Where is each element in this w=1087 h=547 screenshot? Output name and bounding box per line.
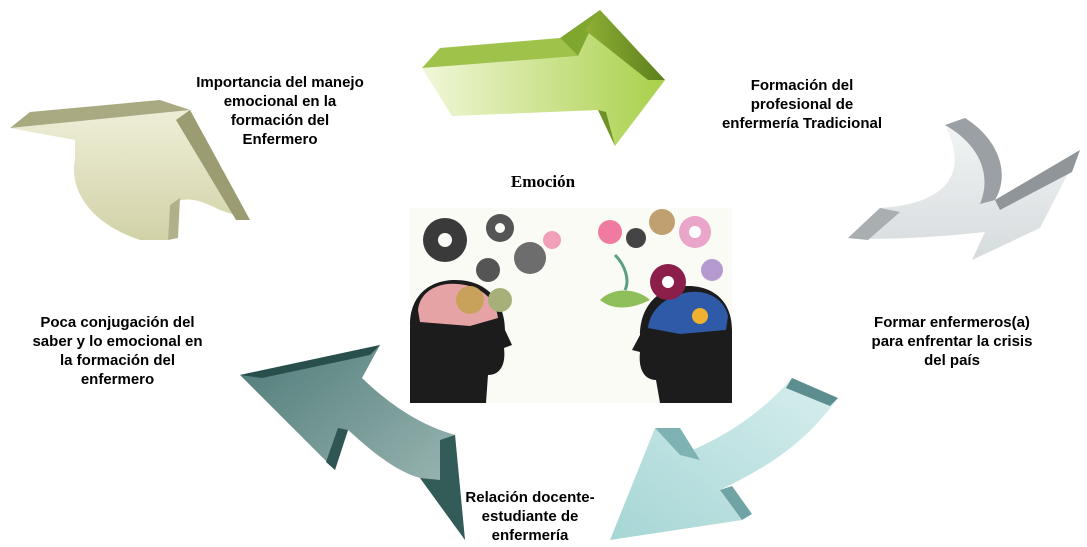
flower-icon <box>701 259 723 281</box>
bottom-left-arrow <box>240 345 465 540</box>
gear-icon <box>649 209 675 235</box>
gear-icon <box>456 286 484 314</box>
gear-icon <box>488 288 512 312</box>
label-bottom-right-arrow: Relación docente- estudiante de enfermer… <box>465 489 595 544</box>
leaf-icon <box>600 290 650 308</box>
top-left-arrow <box>10 100 250 240</box>
gear-icon <box>626 228 646 248</box>
bottom-right-arrow <box>610 378 838 540</box>
gear-icon <box>476 258 500 282</box>
label-top-left-arrow: Importancia del manejo emocional en la f… <box>196 74 364 148</box>
flower-icon <box>543 231 561 249</box>
flower-icon <box>598 220 622 244</box>
label-bottom-left-arrow: Poca conjugación del saber y lo emociona… <box>32 314 203 388</box>
gear-icon <box>514 242 546 274</box>
label-right-arrow: Formar enfermeros(a) para enfrentar la c… <box>871 314 1033 369</box>
top-arrow <box>422 10 665 146</box>
center-title: Emoción <box>510 172 576 191</box>
right-arrow <box>848 118 1080 260</box>
label-top-arrow: Formación del profesional de enfermería … <box>721 77 883 132</box>
center-illustration <box>410 208 732 403</box>
flower-icon <box>692 308 708 324</box>
